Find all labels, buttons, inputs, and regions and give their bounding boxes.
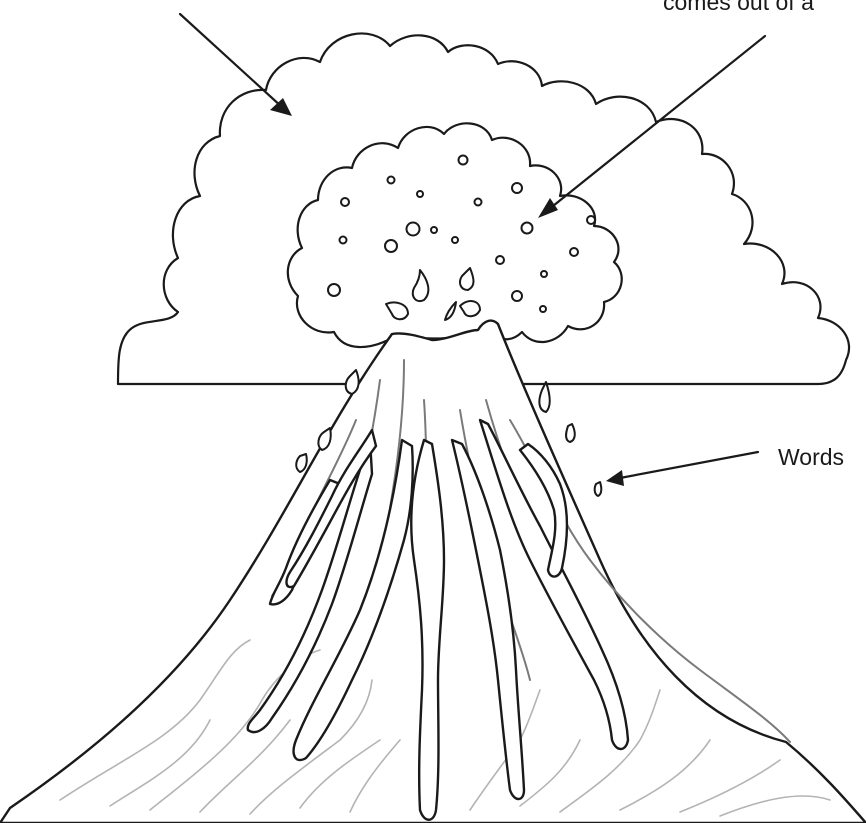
ash-particle bbox=[475, 199, 482, 206]
ash-particle bbox=[340, 237, 347, 244]
ash-particle bbox=[431, 227, 437, 233]
ash-particle bbox=[512, 183, 522, 193]
lava-drop bbox=[595, 482, 602, 496]
lava-drop bbox=[539, 382, 549, 412]
ash-particle bbox=[512, 291, 522, 301]
ash-particle bbox=[570, 248, 578, 256]
ash-particle bbox=[541, 271, 547, 277]
ash-particle bbox=[540, 306, 546, 312]
ash-label: comes out of a bbox=[663, 0, 814, 14]
arrowhead bbox=[606, 470, 624, 486]
ash-particle bbox=[496, 256, 504, 264]
lava-drop bbox=[566, 424, 575, 442]
ash-particle bbox=[522, 223, 533, 234]
ash-particle bbox=[388, 177, 395, 184]
lava-drop bbox=[296, 454, 307, 472]
slope-label: Words bbox=[778, 446, 844, 469]
ash-particle bbox=[587, 216, 595, 224]
ash-particle bbox=[407, 223, 420, 236]
arrow-to-ash-cloud bbox=[180, 14, 283, 108]
ash-particle bbox=[417, 191, 423, 197]
ash-particle bbox=[459, 156, 468, 165]
ash-particle bbox=[385, 240, 397, 252]
arrow-to-lava-slope bbox=[620, 452, 758, 478]
ash-particle bbox=[328, 284, 340, 296]
ash-particle bbox=[452, 237, 458, 243]
ash-particle bbox=[341, 198, 349, 206]
